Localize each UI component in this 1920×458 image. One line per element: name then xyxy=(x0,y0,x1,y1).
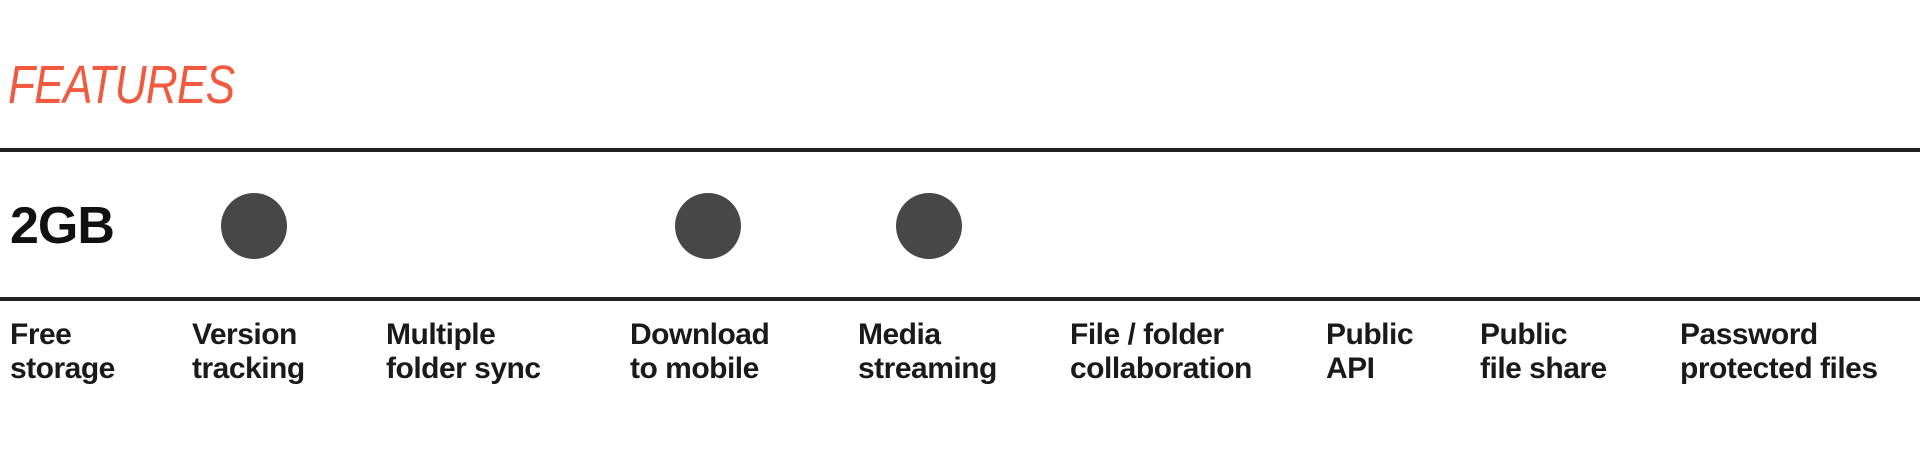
feature-label-line2: folder sync xyxy=(386,352,541,385)
feature-label-line2: to mobile xyxy=(630,352,759,385)
feature-label-line2: streaming xyxy=(858,352,997,385)
feature-label-public-file-share: Public file share xyxy=(1480,318,1607,386)
feature-label-line1: Public xyxy=(1480,318,1568,351)
feature-label-line1: File / folder xyxy=(1070,318,1224,351)
feature-label-public-api: Public API xyxy=(1326,318,1414,386)
feature-label-file-folder-collaboration: File / folder collaboration xyxy=(1070,318,1252,386)
feature-label-line2: collaboration xyxy=(1070,352,1252,385)
feature-label-line1: Download xyxy=(630,318,770,351)
feature-label-free-storage: Free storage xyxy=(10,318,115,386)
feature-included-dot-media-streaming xyxy=(896,193,962,259)
feature-label-line1: Multiple xyxy=(386,318,496,351)
feature-label-password-protected-files: Password protected files xyxy=(1680,318,1878,386)
feature-label-line1: Public xyxy=(1326,318,1414,351)
bottom-divider xyxy=(0,297,1920,301)
feature-label-line2: storage xyxy=(10,352,115,385)
feature-label-download-to-mobile: Download to mobile xyxy=(630,318,770,386)
feature-included-dot-download-to-mobile xyxy=(675,193,741,259)
feature-label-multiple-folder-sync: Multiple folder sync xyxy=(386,318,541,386)
feature-label-line2: protected files xyxy=(1680,352,1878,385)
feature-label-line2: API xyxy=(1326,352,1375,385)
top-divider xyxy=(0,148,1920,152)
feature-label-version-tracking: Version tracking xyxy=(192,318,305,386)
storage-value: 2GB xyxy=(10,197,115,255)
feature-label-line1: Version xyxy=(192,318,297,351)
feature-label-line1: Media xyxy=(858,318,941,351)
feature-included-dot-version-tracking xyxy=(221,193,287,259)
feature-label-line2: file share xyxy=(1480,352,1607,385)
feature-label-line1: Password xyxy=(1680,318,1818,351)
feature-label-media-streaming: Media streaming xyxy=(858,318,997,386)
feature-label-line2: tracking xyxy=(192,352,305,385)
feature-label-line1: Free xyxy=(10,318,72,351)
features-title: FEATURES xyxy=(8,55,235,115)
